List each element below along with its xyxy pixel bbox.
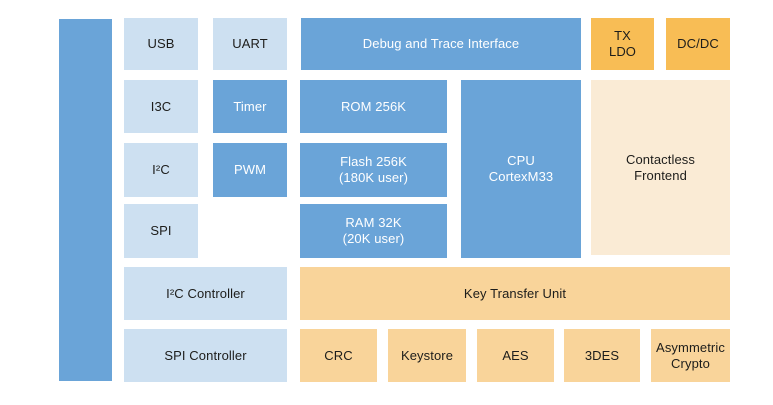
block-label: SPI: [150, 223, 172, 238]
block-system-bus: [59, 19, 112, 381]
block-3des: 3DES: [564, 329, 640, 382]
block-label: ROM 256K: [340, 98, 407, 114]
block-label: CRC: [324, 347, 353, 363]
block-timer: Timer: [213, 80, 287, 133]
block-key-transfer-unit: Key Transfer Unit: [300, 267, 730, 320]
block-label: Asymmetric Crypto: [656, 339, 725, 371]
block-spi: SPI: [124, 204, 198, 258]
block-label: AES: [502, 347, 529, 363]
block-rom: ROM 256K: [300, 80, 447, 133]
block-label: USB: [147, 36, 175, 51]
block-label: TX LDO: [608, 28, 637, 59]
block-crc: CRC: [300, 329, 377, 382]
block-uart: UART: [213, 18, 287, 70]
block-label: UART: [232, 36, 268, 51]
block-label: I²C Controller: [166, 285, 245, 301]
block-label: CPU CortexM33: [488, 153, 554, 184]
block-usb: USB: [124, 18, 198, 70]
block-label: Debug and Trace Interface: [362, 36, 520, 51]
block-asymmetric-crypto: Asymmetric Crypto: [651, 329, 730, 382]
block-keystore: Keystore: [388, 329, 466, 382]
block-pwm: PWM: [213, 143, 287, 197]
block-label: Flash 256K (180K user): [338, 154, 409, 185]
block-label: Contactless Frontend: [625, 151, 696, 183]
block-spi-controller: SPI Controller: [124, 329, 287, 382]
block-label: I3C: [150, 98, 172, 114]
block-label: PWM: [233, 162, 267, 177]
block-ram: RAM 32K (20K user): [300, 204, 447, 258]
block-contactless-frontend: Contactless Frontend: [591, 80, 730, 255]
block-dcdc: DC/DC: [666, 18, 730, 70]
block-i2c-controller: I²C Controller: [124, 267, 287, 320]
block-tx-ldo: TX LDO: [591, 18, 654, 70]
block-label: 3DES: [584, 347, 620, 363]
block-label: RAM 32K (20K user): [342, 215, 405, 246]
block-label: DC/DC: [677, 36, 719, 51]
block-aes: AES: [477, 329, 554, 382]
block-flash: Flash 256K (180K user): [300, 143, 447, 197]
block-label: Timer: [233, 98, 267, 114]
block-i2c: I²C: [124, 143, 198, 197]
block-label: SPI Controller: [164, 347, 247, 363]
block-i3c: I3C: [124, 80, 198, 133]
block-label: I²C: [152, 162, 170, 177]
block-cpu-cortexm33: CPU CortexM33: [461, 80, 581, 258]
block-label: Keystore: [400, 347, 454, 363]
block-label: Key Transfer Unit: [463, 285, 567, 301]
block-debug-trace-interface: Debug and Trace Interface: [301, 18, 581, 70]
